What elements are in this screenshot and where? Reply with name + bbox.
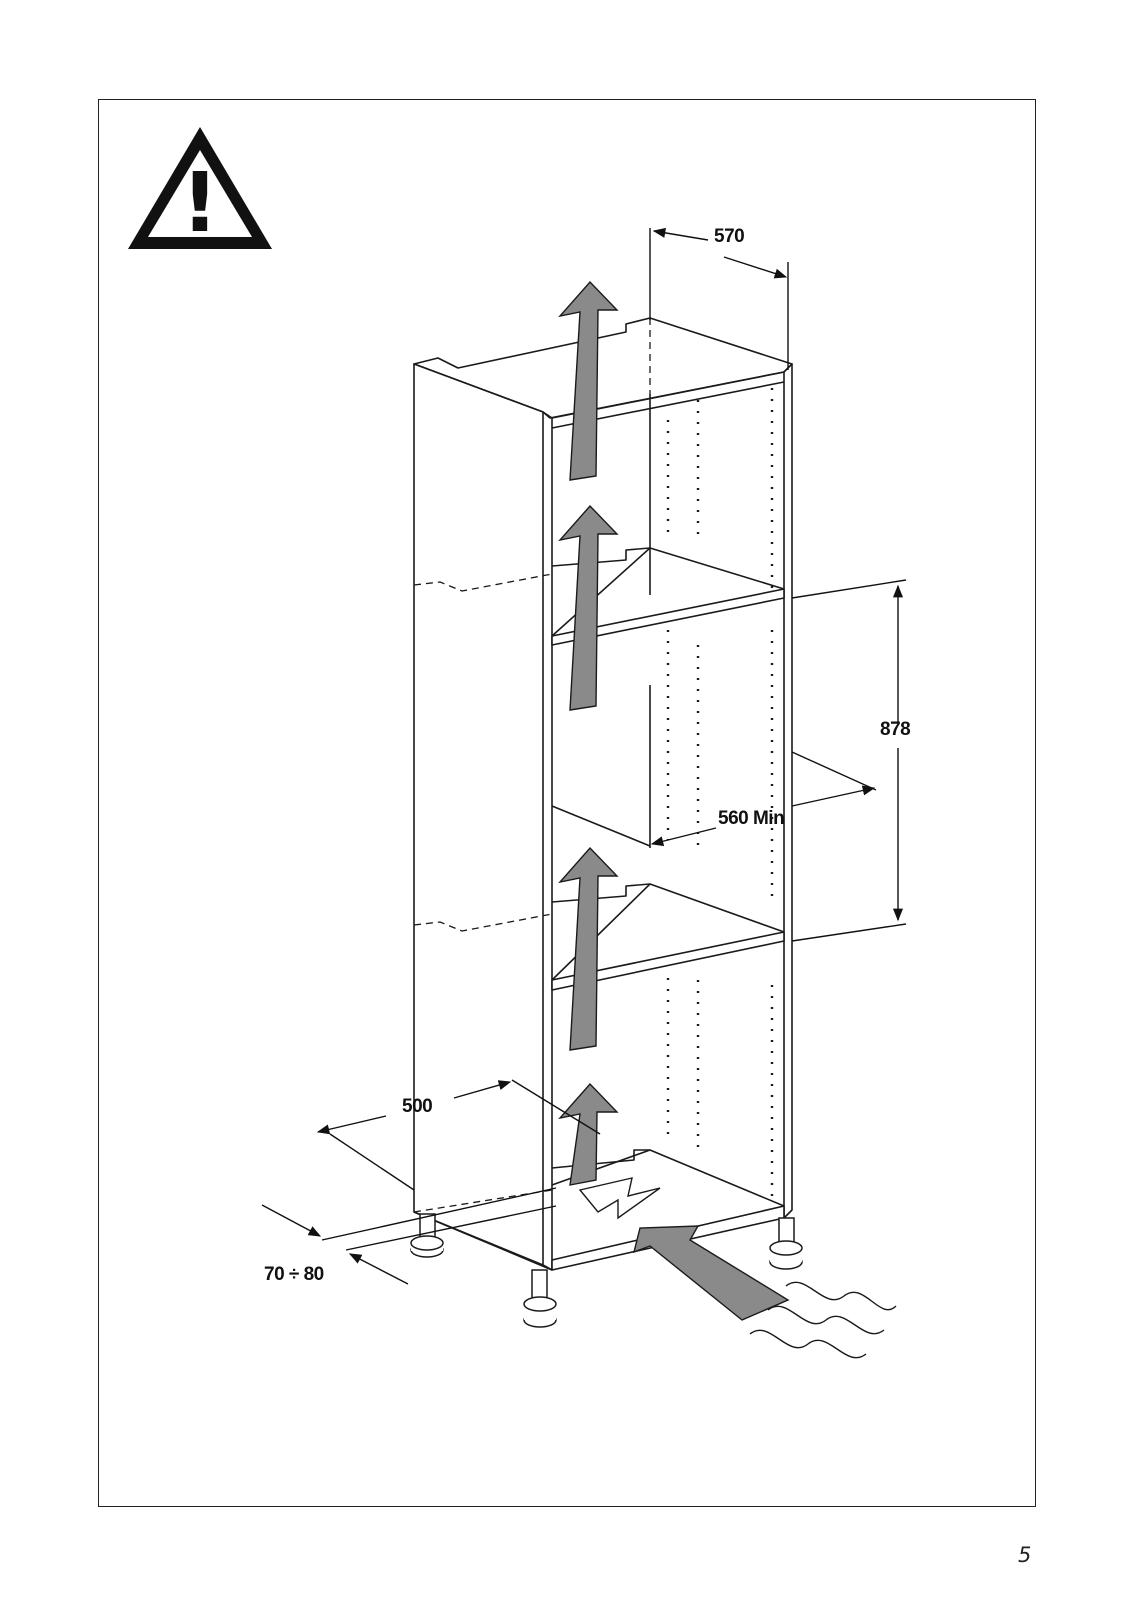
intake-arrow-rear: [580, 1178, 660, 1218]
dim-base-depth-label: 500: [402, 1096, 432, 1117]
dim-depth-min-label: 560 Min: [718, 808, 784, 829]
warning-triangle-icon: !: [128, 127, 272, 251]
intake-arrow-front: [634, 1226, 788, 1320]
foot-front: [524, 1270, 556, 1327]
dim-plinth-label: 70 ÷ 80: [264, 1264, 324, 1285]
dim-height-label: 878: [880, 719, 910, 740]
dim-width-label: 570: [714, 226, 744, 247]
foot-right: [770, 1218, 802, 1269]
airflow-arrow-bottom: [560, 1084, 617, 1185]
airflow-arrow-upper: [560, 506, 617, 710]
warning-exclamation: !: [181, 156, 218, 251]
page-number: 5: [1018, 1543, 1031, 1567]
airflow-arrow-lower: [560, 848, 617, 1050]
airflow-arrows: [560, 282, 788, 1320]
tall-cabinet: [414, 318, 792, 1270]
